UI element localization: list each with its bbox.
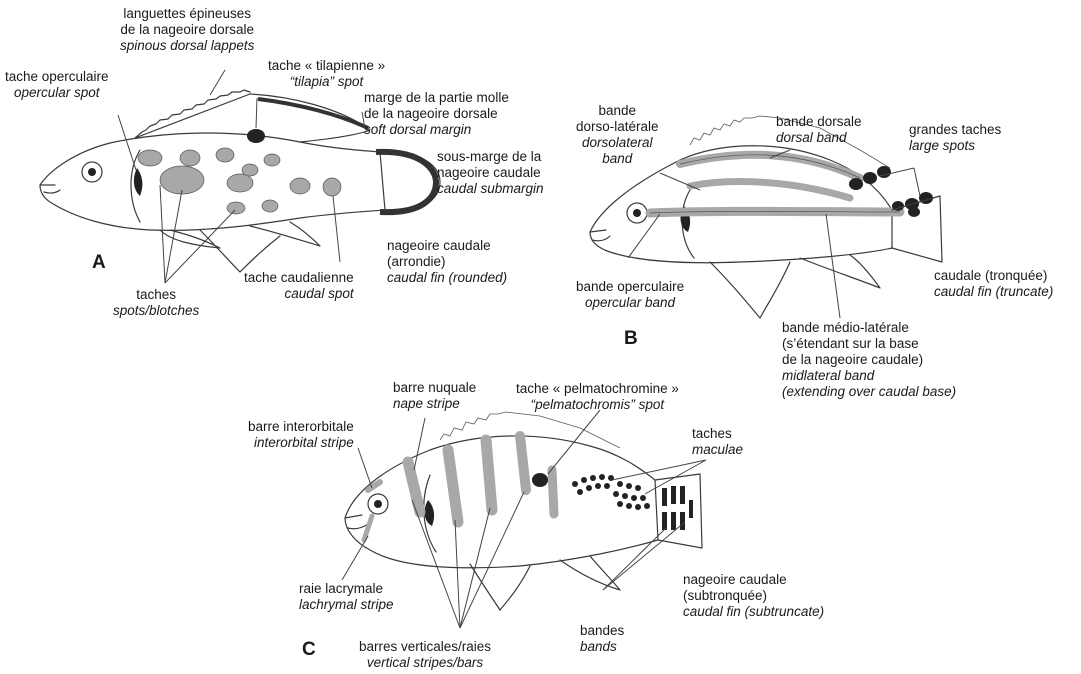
label-opercular-spot: tache operculaire opercular spot	[5, 69, 109, 101]
label-pelmatochromis-spot: tache « pelmatochromine » “pelmatochromi…	[516, 381, 679, 413]
fish-c-pelmatochromis-spot	[532, 473, 548, 487]
fish-c	[342, 410, 706, 628]
label-spots-blotches: taches spots/blotches	[113, 287, 199, 319]
fish-a-soft-dorsal-margin	[258, 99, 368, 128]
panel-label-b: B	[624, 328, 638, 350]
fish-c-maculae	[572, 474, 650, 510]
fish-a-spots	[138, 148, 341, 214]
fish-a-caudal-fin	[380, 152, 440, 212]
fish-c-opercular-spot	[425, 500, 435, 526]
fish-b-dorsal-band	[680, 155, 860, 178]
label-vertical-stripes: barres verticales/raies vertical stripes…	[359, 639, 491, 671]
label-large-spots: grandes taches large spots	[909, 122, 1001, 154]
fish-c-caudal-bands	[662, 486, 693, 530]
label-caudal-spot: tache caudalienne caudal spot	[244, 270, 354, 302]
label-caudal-fin-truncate: caudale (tronquée) caudal fin (truncate)	[934, 268, 1053, 300]
label-maculae: taches maculae	[692, 426, 743, 458]
label-spinous-lappets: languettes épineuses de la nageoire dors…	[120, 6, 254, 54]
panel-label-a: A	[92, 252, 106, 274]
label-midlateral-band: bande médio-latérale (s’étendant sur la …	[782, 320, 956, 400]
fish-b-dorsolateral-band	[690, 182, 850, 198]
fish-c-body	[345, 436, 658, 568]
label-bands: bandes bands	[580, 623, 624, 655]
label-opercular-band: bande operculaire opercular band	[576, 279, 684, 311]
fish-c-caudal-fin	[655, 474, 702, 548]
panel-label-c: C	[302, 639, 316, 661]
label-tilapia-spot: tache « tilapienne » “tilapia” spot	[268, 58, 385, 90]
label-caudal-fin-subtruncate: nageoire caudale (subtronquée) caudal fi…	[683, 572, 824, 620]
fish-a-opercular-spot	[134, 168, 143, 196]
label-dorsolateral-band: bande dorso-latérale dorsolateral band	[576, 103, 659, 167]
fish-a-caudal-spot	[323, 178, 341, 196]
label-dorsal-band: bande dorsale dorsal band	[776, 114, 862, 146]
label-lachrymal-stripe: raie lacrymale lachrymal stripe	[299, 581, 394, 613]
label-interorbital-stripe: barre interorbitale interorbital stripe	[248, 419, 354, 451]
label-caudal-fin-rounded: nageoire caudale (arrondie) caudal fin (…	[387, 238, 507, 286]
fish-a-tilapia-spot	[247, 129, 265, 143]
label-nape-stripe: barre nuquale nape stripe	[393, 380, 476, 412]
label-caudal-submargin: sous-marge de la nageoire caudale caudal…	[437, 149, 544, 197]
label-soft-dorsal-margin: marge de la partie molle de la nageoire …	[364, 90, 509, 138]
